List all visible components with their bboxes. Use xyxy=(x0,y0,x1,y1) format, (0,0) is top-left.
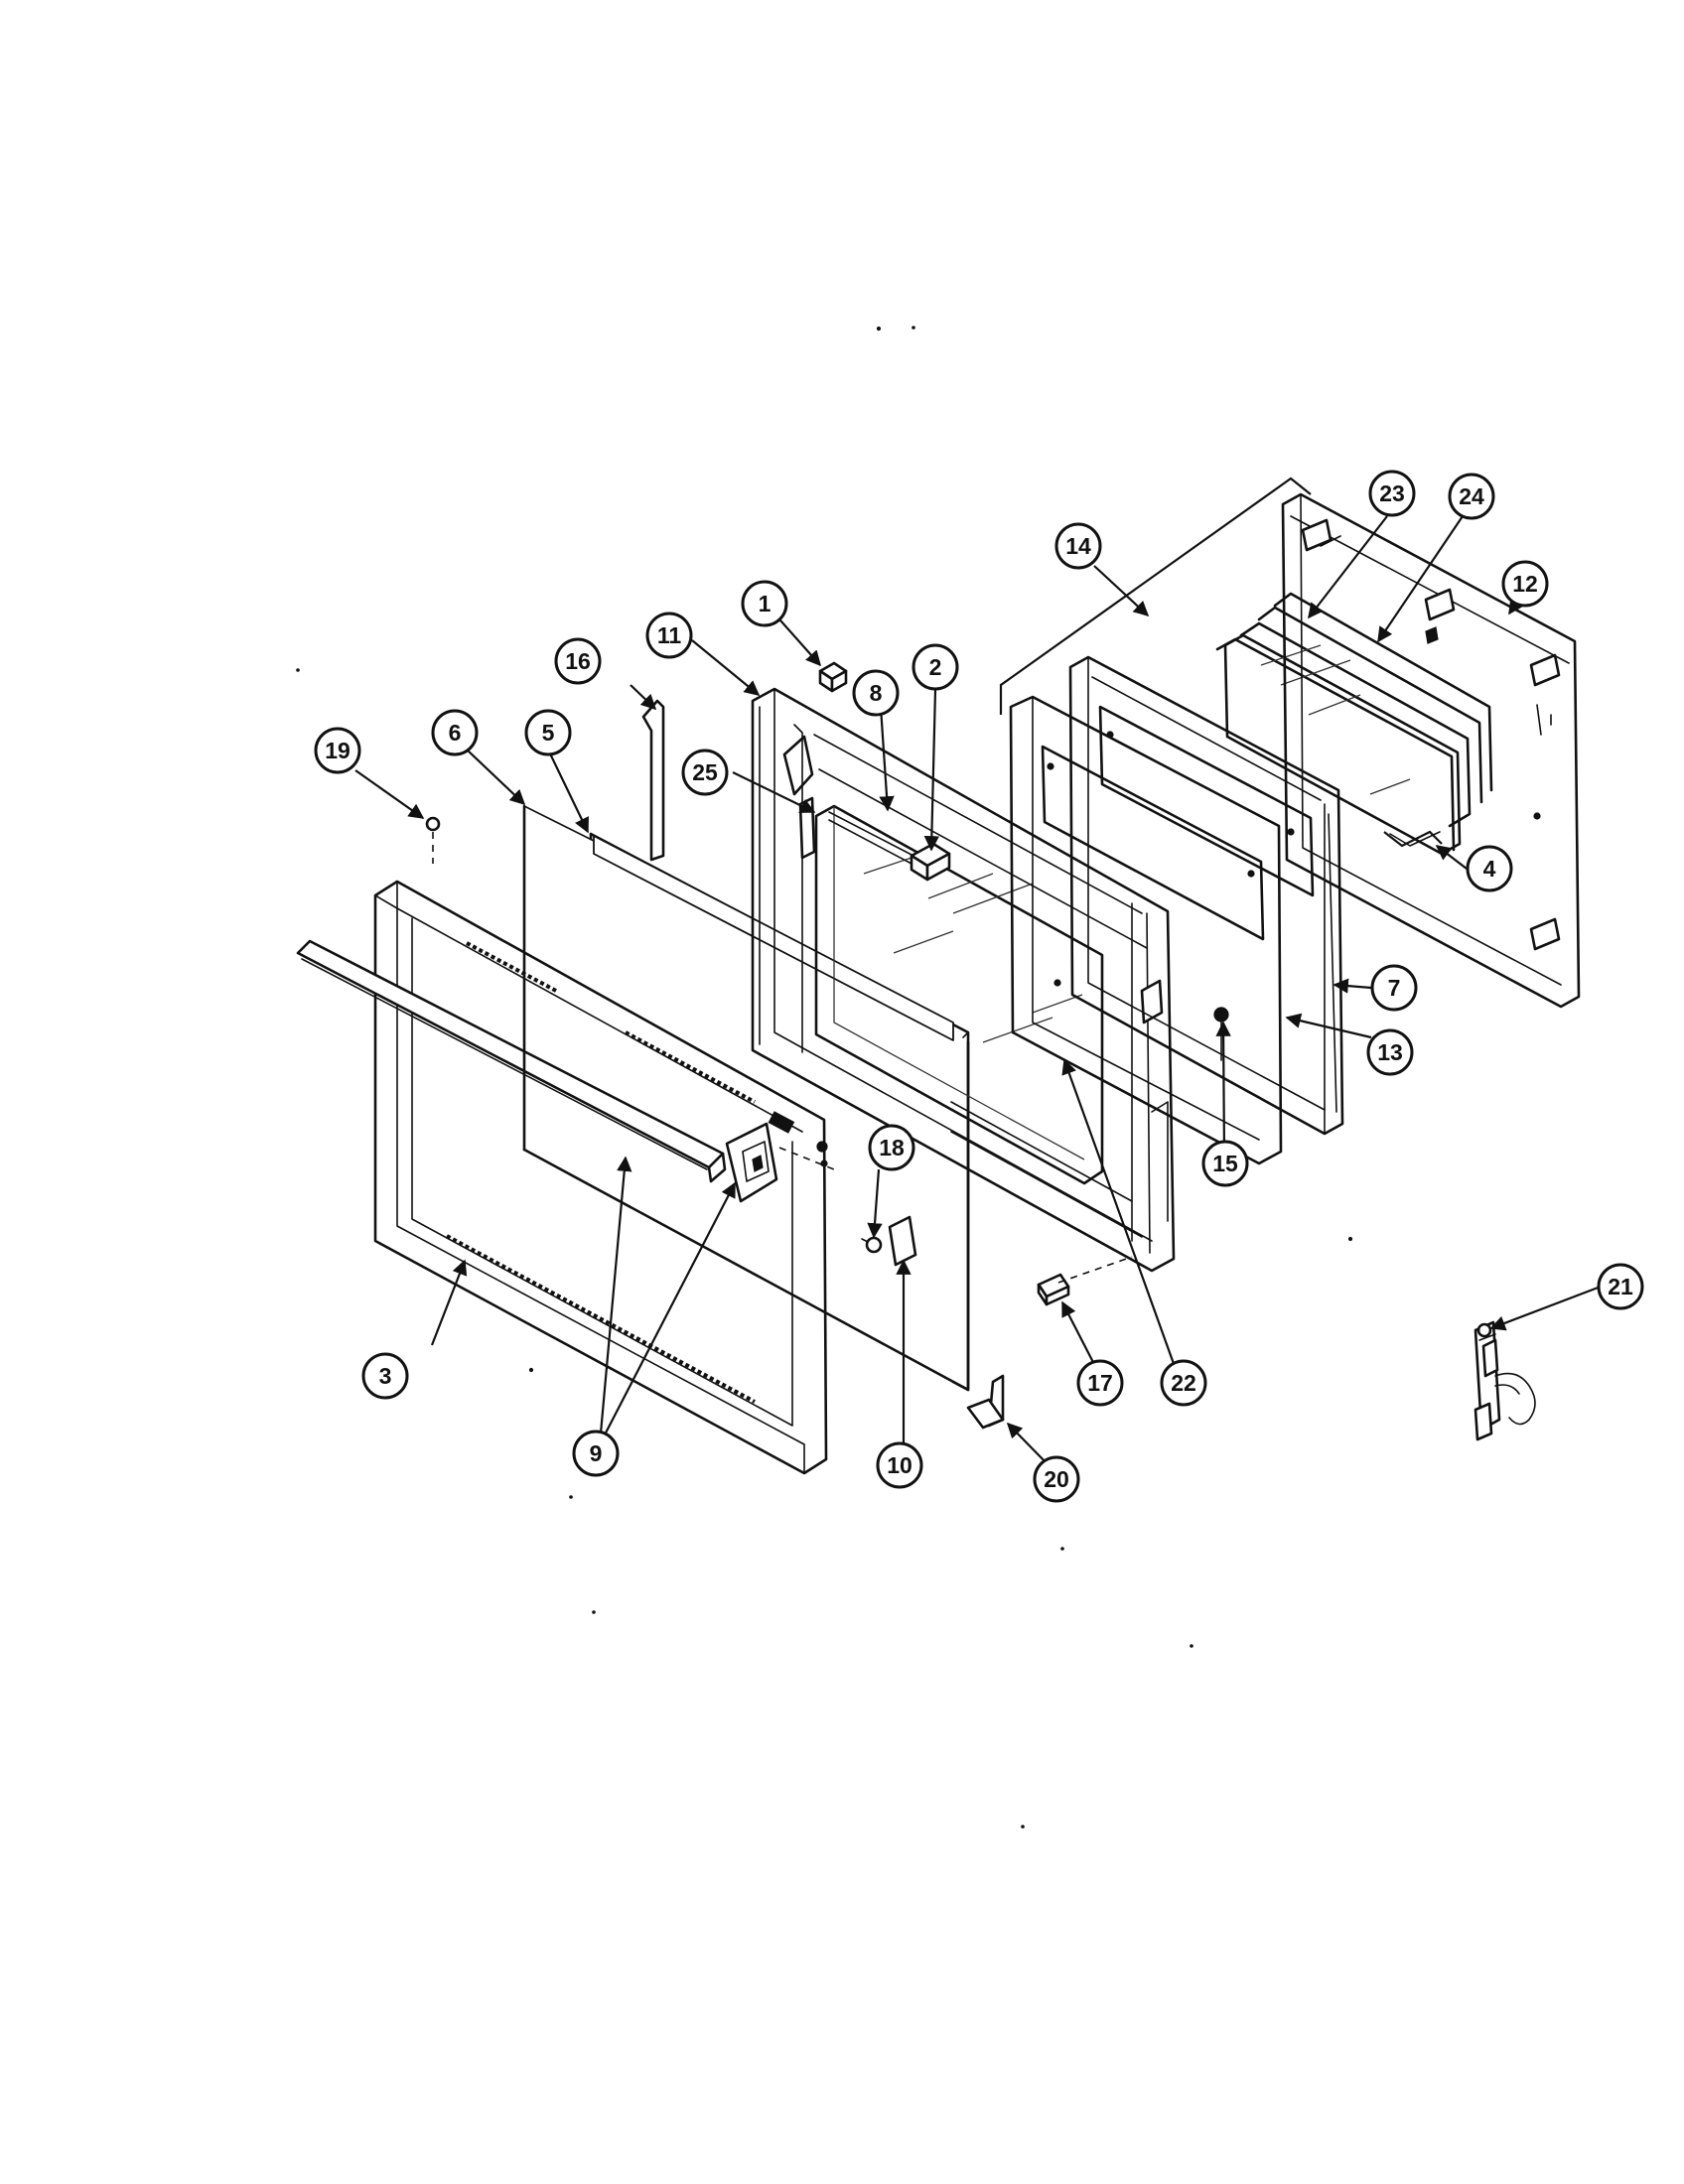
callout-11-label: 11 xyxy=(657,622,682,648)
screw-part-18 xyxy=(861,1236,883,1254)
callout-1-label: 1 xyxy=(759,591,772,616)
callout-15: 15 xyxy=(1201,1140,1249,1187)
callout-24: 24 xyxy=(1448,473,1495,520)
callout-20-label: 20 xyxy=(1044,1466,1069,1492)
back-panel-part-12 xyxy=(1281,492,1581,1009)
inner-frame-part-13 xyxy=(1009,695,1283,1165)
side-trim-part-16 xyxy=(641,699,665,862)
callout-10: 10 xyxy=(876,1441,923,1489)
outer-door-frame-part-3 xyxy=(373,880,828,1475)
assembly-bracket-part-14 xyxy=(999,477,1312,715)
callout-18-label: 18 xyxy=(879,1135,905,1160)
callout-11: 11 xyxy=(645,612,693,659)
scan-specks xyxy=(296,326,1353,1829)
callout-21: 21 xyxy=(1597,1263,1644,1310)
callout-14-label: 14 xyxy=(1065,533,1091,559)
callout-6-label: 6 xyxy=(449,720,462,746)
callout-8: 8 xyxy=(852,669,900,717)
callout-12-label: 12 xyxy=(1512,571,1538,597)
callout-8-label: 8 xyxy=(870,680,883,706)
callout-23: 23 xyxy=(1368,470,1416,517)
callout-7: 7 xyxy=(1370,964,1418,1012)
callout-14: 14 xyxy=(1054,522,1102,570)
callout-10-label: 10 xyxy=(887,1452,912,1478)
glass-pack-part-4 xyxy=(1215,592,1493,856)
glass-retainer-part-8 xyxy=(828,811,914,865)
glass-pack-bracket-part-4 xyxy=(1383,830,1443,848)
insulation-panel-part-5 xyxy=(589,832,970,1392)
callout-22: 22 xyxy=(1160,1359,1207,1407)
callout-5-label: 5 xyxy=(542,720,555,746)
callout-23-label: 23 xyxy=(1379,480,1405,506)
leader-lines xyxy=(354,515,1602,1469)
label-part-10 xyxy=(888,1215,917,1267)
handle-bracket-part-9 xyxy=(725,1122,840,1203)
door-glass-part-22 xyxy=(814,804,1104,1185)
callout-19-label: 19 xyxy=(325,738,351,763)
angle-bracket-part-20 xyxy=(966,1374,1005,1430)
callout-25: 25 xyxy=(681,749,729,796)
callout-3: 3 xyxy=(361,1352,409,1400)
callout-19: 19 xyxy=(314,727,361,774)
callout-4: 4 xyxy=(1466,845,1513,892)
callout-9-label: 9 xyxy=(590,1440,603,1466)
callout-17: 17 xyxy=(1076,1359,1124,1407)
callout-17-label: 17 xyxy=(1087,1370,1113,1396)
callout-16: 16 xyxy=(554,637,602,685)
callout-2-label: 2 xyxy=(929,654,942,680)
callout-9: 9 xyxy=(572,1430,620,1477)
screw-part-19 xyxy=(425,816,441,864)
callout-3-label: 3 xyxy=(379,1363,392,1389)
callout-16-label: 16 xyxy=(565,648,591,674)
callout-12: 12 xyxy=(1501,560,1549,608)
callout-21-label: 21 xyxy=(1608,1274,1633,1299)
callout-13-label: 13 xyxy=(1377,1039,1403,1065)
callout-6: 6 xyxy=(431,709,479,756)
callout-5: 5 xyxy=(524,709,572,756)
small-block-part-1 xyxy=(818,661,848,693)
callout-25-label: 25 xyxy=(692,759,718,785)
callout-4-label: 4 xyxy=(1483,856,1496,882)
callout-13: 13 xyxy=(1366,1028,1414,1076)
callout-15-label: 15 xyxy=(1212,1151,1238,1176)
callout-24-label: 24 xyxy=(1459,483,1484,509)
callout-1: 1 xyxy=(741,580,788,627)
callout-22-label: 22 xyxy=(1171,1370,1196,1396)
callout-2: 2 xyxy=(912,643,959,691)
latch-clip-part-2 xyxy=(910,842,951,882)
callout-7-label: 7 xyxy=(1388,975,1401,1001)
hinge-part-21 xyxy=(1474,1320,1536,1441)
callout-18: 18 xyxy=(868,1124,915,1171)
callout-20: 20 xyxy=(1033,1455,1080,1503)
top-trim-strip xyxy=(296,939,727,1183)
small-block-part-17 xyxy=(1037,1256,1133,1306)
